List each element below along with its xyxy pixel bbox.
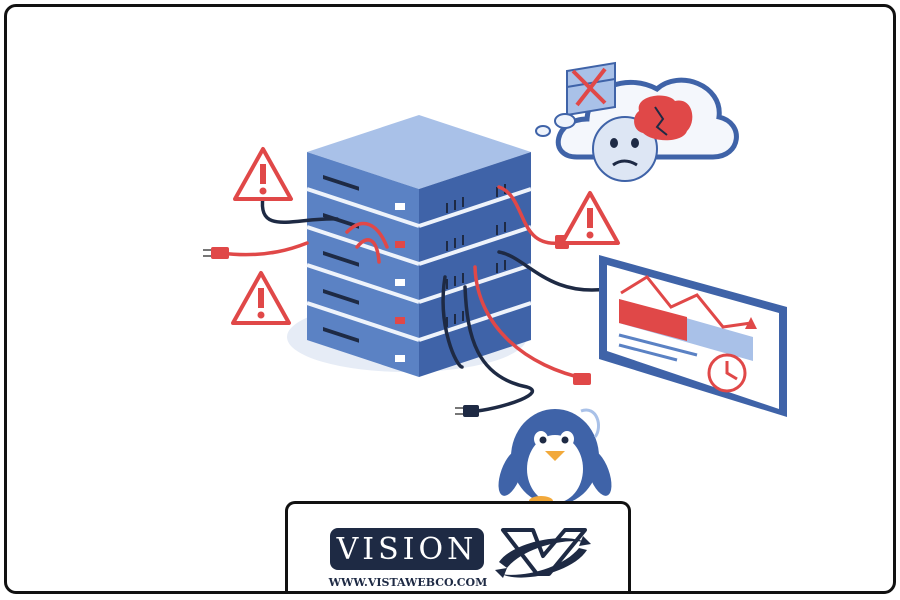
warning-icon [560,191,620,245]
penguin-icon [498,408,612,506]
server-failure-illustration [203,61,787,506]
brand-logo-box: VISION WWW.VISTAWEBCO.COM [285,501,631,591]
brand-website: WWW.VISTAWEBCO.COM [328,576,488,589]
cloud-sad-face [535,61,739,182]
warning-icon [231,271,291,325]
brand-emblem-icon [495,528,591,578]
sad-face-icon [592,116,658,182]
monitor-chart [599,255,787,417]
image-frame: VISION WWW.VISTAWEBCO.COM [4,4,896,594]
brand-wordmark: VISION [330,528,484,570]
warning-icon [233,147,293,201]
clock-icon [707,353,747,393]
server-rack-icon [306,115,532,377]
cables [219,185,609,413]
broken-server-mini [566,61,616,117]
